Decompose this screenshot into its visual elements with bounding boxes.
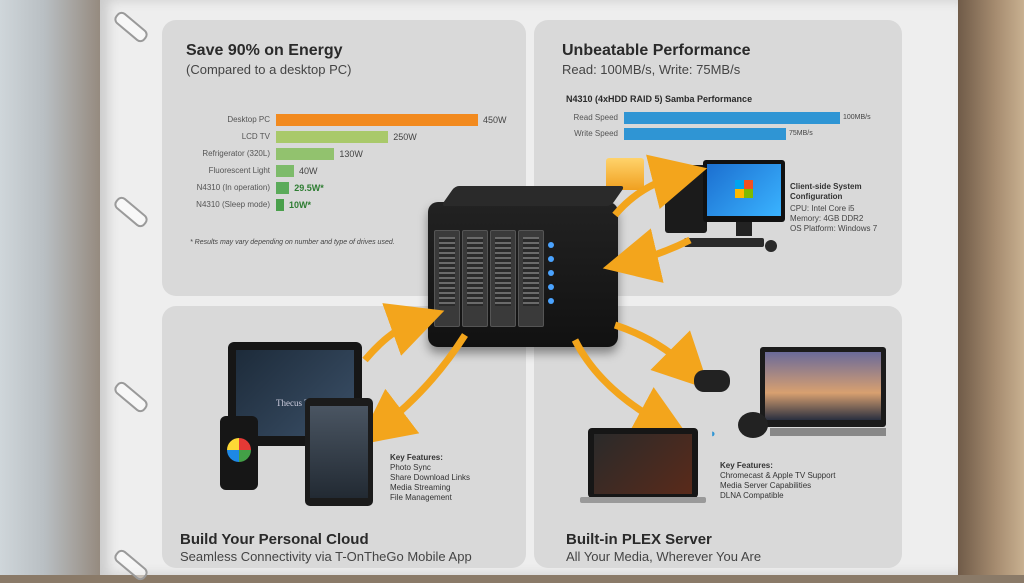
energy-bar-value: 40W (298, 166, 318, 176)
phone (220, 416, 258, 490)
energy-note: * Results may vary depending on number a… (190, 239, 395, 246)
perf-bar (624, 128, 786, 140)
config-line: CPU: Intel Core i5 (790, 204, 855, 213)
energy-bar (276, 131, 389, 143)
perf-bar-label: Read Speed (573, 113, 618, 122)
plex-subtitle: All Your Media, Wherever You Are (566, 549, 762, 564)
keyboard (684, 238, 764, 247)
wifi-icon: ◗ (710, 428, 717, 440)
drive-bay (434, 230, 460, 327)
windows-screen (707, 164, 781, 216)
status-led (548, 270, 554, 276)
plex-features: Key Features: Chromecast & Apple TV Supp… (720, 461, 835, 501)
performance-subtitle: Read: 100MB/s, Write: 75MB/s (562, 62, 741, 77)
tv (760, 347, 886, 427)
performance-chart-title: N4310 (4xHDD RAID 5) Samba Performance (566, 94, 753, 104)
plex-features-title: Key Features: (720, 461, 773, 470)
energy-bar-label: N4310 (In operation) (196, 183, 270, 192)
arrow-from-nas-to-phone (357, 333, 468, 445)
energy-bar-value: 10W* (289, 200, 312, 210)
energy-bar-value: 250W (393, 132, 417, 142)
plex-feature-item: Media Server Capabilities (720, 481, 812, 490)
laptop (588, 428, 698, 498)
cloud-feature-item: Share Download Links (390, 473, 471, 482)
nas-device (428, 186, 626, 347)
energy-bar-value: 130W (339, 149, 363, 159)
windows-logo-icon (735, 180, 753, 198)
cloud-title: Build Your Personal Cloud (180, 531, 369, 548)
energy-bar-value: 29.5W* (294, 183, 324, 193)
perf-bar-value: 100MB/s (843, 114, 871, 121)
config-line: Memory: 4GB DDR2 (790, 214, 864, 223)
drive-bay (490, 230, 516, 327)
folder-icon (606, 158, 644, 190)
product-box (100, 0, 958, 583)
cloud-feature-item: Photo Sync (390, 463, 431, 472)
plex-feature-item: Chromecast & Apple TV Support (720, 471, 836, 480)
laptop-base (580, 497, 706, 503)
arrow-to-tablet (362, 303, 445, 363)
config-title: Client-side System Configuration (790, 182, 862, 201)
cloud-feature-item: Media Streaming (390, 483, 451, 492)
performance-title: Unbeatable Performance (562, 42, 751, 59)
arrow-to-computer (612, 154, 708, 218)
background-right (954, 0, 1024, 575)
arrow-to-laptop (571, 338, 690, 439)
energy-bar (276, 148, 335, 160)
status-led (548, 298, 554, 304)
status-led (548, 242, 554, 248)
tablet-small (305, 398, 373, 506)
status-led (548, 256, 554, 262)
cloud-subtitle: Seamless Connectivity via T-OnTheGo Mobi… (180, 549, 472, 564)
config-line: OS Platform: Windows 7 (790, 224, 878, 233)
plex-feature-item: DLNA Compatible (720, 491, 784, 500)
status-led (548, 284, 554, 290)
energy-bar-label: Refrigerator (320L) (202, 149, 270, 158)
energy-bar-label: N4310 (Sleep mode) (196, 200, 270, 209)
tablet-small-screen (310, 406, 368, 498)
energy-bar (276, 114, 478, 126)
perf-bar-label: Write Speed (574, 129, 618, 138)
background-left (0, 0, 110, 575)
gamepad-icon (694, 370, 730, 392)
energy-bar-value: 450W (483, 115, 507, 125)
tv-screen (765, 352, 881, 420)
energy-bar-label: Fluorescent Light (208, 166, 270, 175)
cloud-features-title: Key Features: (390, 453, 443, 462)
chromecast-icon (738, 412, 768, 438)
drive-bay (518, 230, 544, 327)
monitor-stand (736, 222, 752, 236)
energy-subtitle: (Compared to a desktop PC) (186, 62, 352, 77)
cloud-features: Key Features: Photo Sync Share Download … (390, 453, 470, 503)
perf-bar (624, 112, 840, 124)
drive-bay (462, 230, 488, 327)
mouse (765, 240, 777, 252)
energy-bar-label: Desktop PC (227, 115, 270, 124)
monitor (703, 160, 785, 222)
arrow-from-computer (602, 228, 692, 283)
perf-bar-value: 75MB/s (789, 130, 813, 137)
energy-bar (276, 199, 284, 211)
plex-title: Built-in PLEX Server (566, 531, 712, 548)
phone-app-icon (227, 438, 251, 462)
tablet-text: Thecus TV (276, 398, 317, 408)
laptop-screen (594, 434, 692, 494)
arrow-to-tv (613, 321, 710, 390)
energy-title: Save 90% on Energy (186, 42, 343, 59)
energy-bar-label: LCD TV (241, 132, 270, 141)
energy-bar (276, 182, 290, 194)
tv-base (770, 428, 886, 436)
cloud-feature-item: File Management (390, 493, 452, 502)
energy-bar (276, 165, 294, 177)
